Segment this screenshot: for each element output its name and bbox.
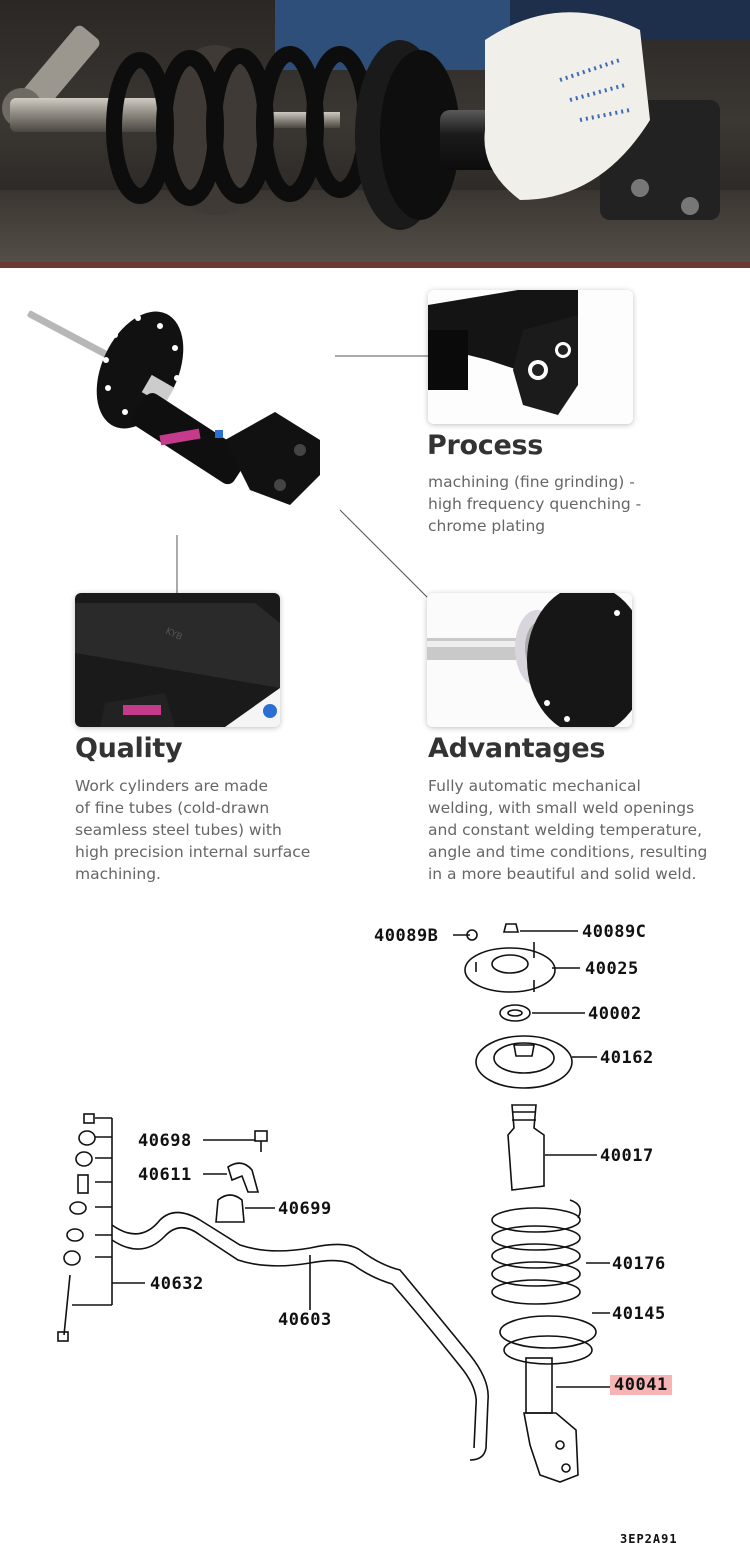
quality-description: Work cylinders are made of fine tubes (c… (75, 775, 310, 885)
process-line: high frequency quenching - (428, 495, 642, 513)
parts-drawing (57, 923, 610, 1483)
quality-title: Quality (75, 733, 183, 764)
part-label-40698: 40698 (138, 1131, 192, 1151)
process-line: machining (fine grinding) - (428, 473, 635, 491)
part-label-40699: 40699 (278, 1199, 332, 1219)
part-label-40089c: 40089C (582, 922, 647, 942)
part-label-40145: 40145 (612, 1304, 666, 1324)
advantages-line: Fully automatic mechanical (428, 777, 641, 795)
process-title: Process (427, 430, 544, 461)
part-label-40002: 40002 (588, 1004, 642, 1024)
hero-strut-illustration (0, 0, 750, 268)
process-description: machining (fine grinding) - high frequen… (428, 471, 641, 537)
part-label-40176: 40176 (612, 1254, 666, 1274)
quality-line: of fine tubes (cold-drawn (75, 799, 270, 817)
part-label-40632: 40632 (150, 1274, 204, 1294)
advantages-line: angle and time conditions, resulting (428, 843, 708, 861)
part-label-40603: 40603 (278, 1310, 332, 1330)
callout-connectors (176, 355, 430, 599)
drawing-code: 3EP2A91 (620, 1532, 678, 1546)
exploded-parts-diagram: 40089B 40089C 40025 40002 40162 40017 40… (0, 900, 750, 1568)
advantages-thumbnail (427, 593, 632, 727)
part-label-40611: 40611 (138, 1165, 192, 1185)
process-thumbnail (428, 290, 633, 424)
process-line: chrome plating (428, 517, 546, 535)
quality-line: seamless steel tubes) with (75, 821, 282, 839)
quality-thumbnail: KYB (75, 593, 280, 727)
shock-absorber-product-image (20, 290, 340, 520)
part-label-40017: 40017 (600, 1146, 654, 1166)
quality-line: Work cylinders are made (75, 777, 269, 795)
quality-line: high precision internal surface (75, 843, 311, 861)
part-label-40025: 40025 (585, 959, 639, 979)
advantages-description: Fully automatic mechanical welding, with… (428, 775, 707, 885)
advantages-line: and constant welding temperature, (428, 821, 703, 839)
quality-line: machining. (75, 865, 161, 883)
part-label-40162: 40162 (600, 1048, 654, 1068)
advantages-line: in a more beautiful and solid weld. (428, 865, 697, 883)
part-label-40089b: 40089B (374, 926, 439, 946)
part-label-40041-highlighted: 40041 (610, 1375, 672, 1395)
advantages-title: Advantages (428, 733, 606, 764)
hero-photo (0, 0, 750, 268)
advantages-line: welding, with small weld openings (428, 799, 695, 817)
